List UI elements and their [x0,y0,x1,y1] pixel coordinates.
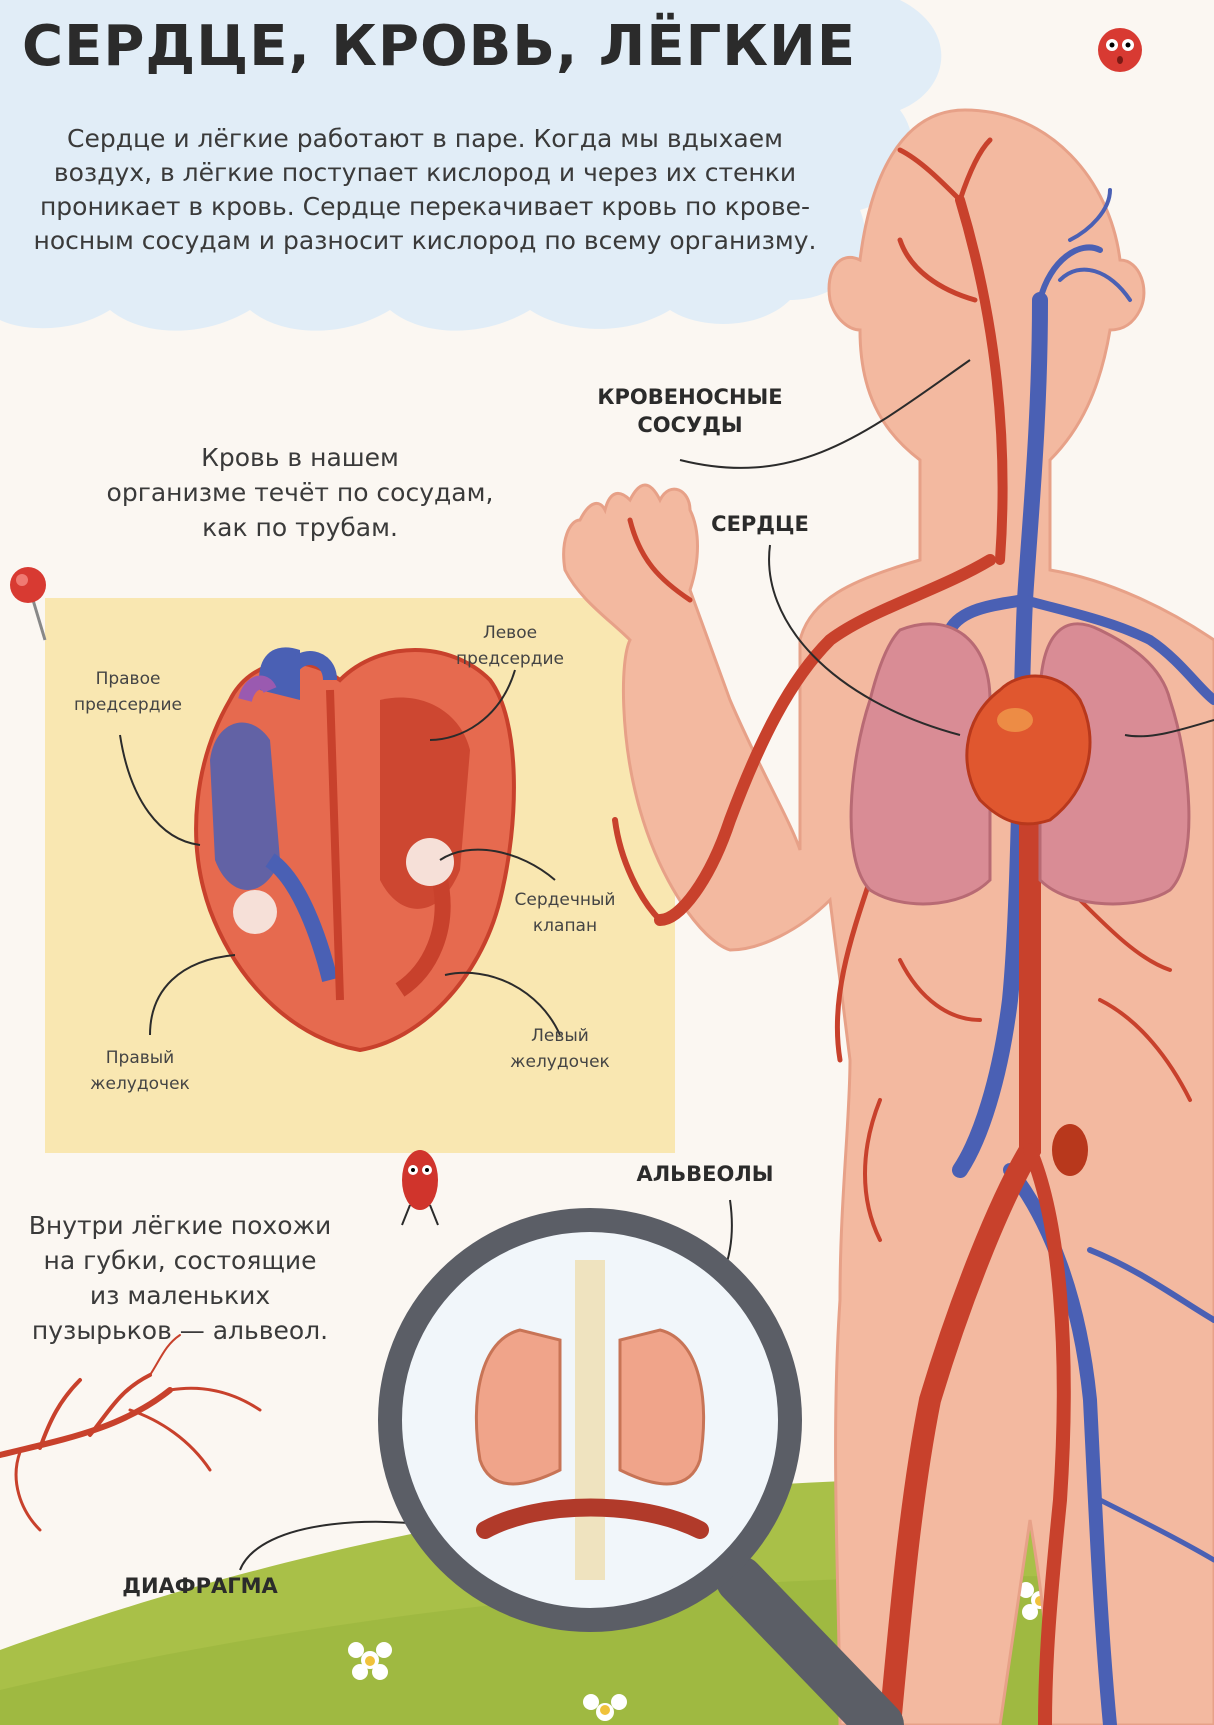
label-heart-valve: Сердечный клапан [514,890,616,936]
lungs-caption: Внутри лёгкие похожи на губки, состоящие… [28,1211,332,1345]
label-diaphragm: ДИАФРАГМА [122,1574,278,1598]
vessel-branch-decor [0,1334,262,1532]
label-heart: СЕРДЦЕ [711,512,809,536]
label-right-ventricle: Правый желудочек [90,1048,190,1094]
pin-icon [10,567,47,641]
label-blood-vessels: КРОВЕНОСНЫЕ СОСУДЫ [597,385,783,437]
heart-label-arrows [119,669,561,1036]
heart-cross-section [194,647,516,1053]
cloud-header [0,0,942,331]
body-heart [965,674,1092,826]
blood-cell-mascot-small [1098,28,1142,72]
flower [583,1694,627,1721]
flower [348,1642,392,1680]
label-left-atrium: Левое предсердие [456,623,564,669]
page-title: СЕРДЦЕ, КРОВЬ, ЛЁГКИЕ [22,14,857,79]
label-left-ventricle: Левый желудочек [510,1026,610,1072]
intro-paragraph: Сердце и лёгкие работают в паре. Когда м… [33,124,817,255]
blood-caption: Кровь в нашем организме течёт по сосудам… [106,443,494,542]
label-alveoli: АЛЬВЕОЛЫ [636,1162,774,1186]
blood-cell-mascot [401,1150,439,1226]
child-body [562,108,1214,1725]
label-right-atrium: Правое предсердие [74,669,182,715]
arteries [612,137,1192,1725]
magnifier [378,1208,904,1725]
